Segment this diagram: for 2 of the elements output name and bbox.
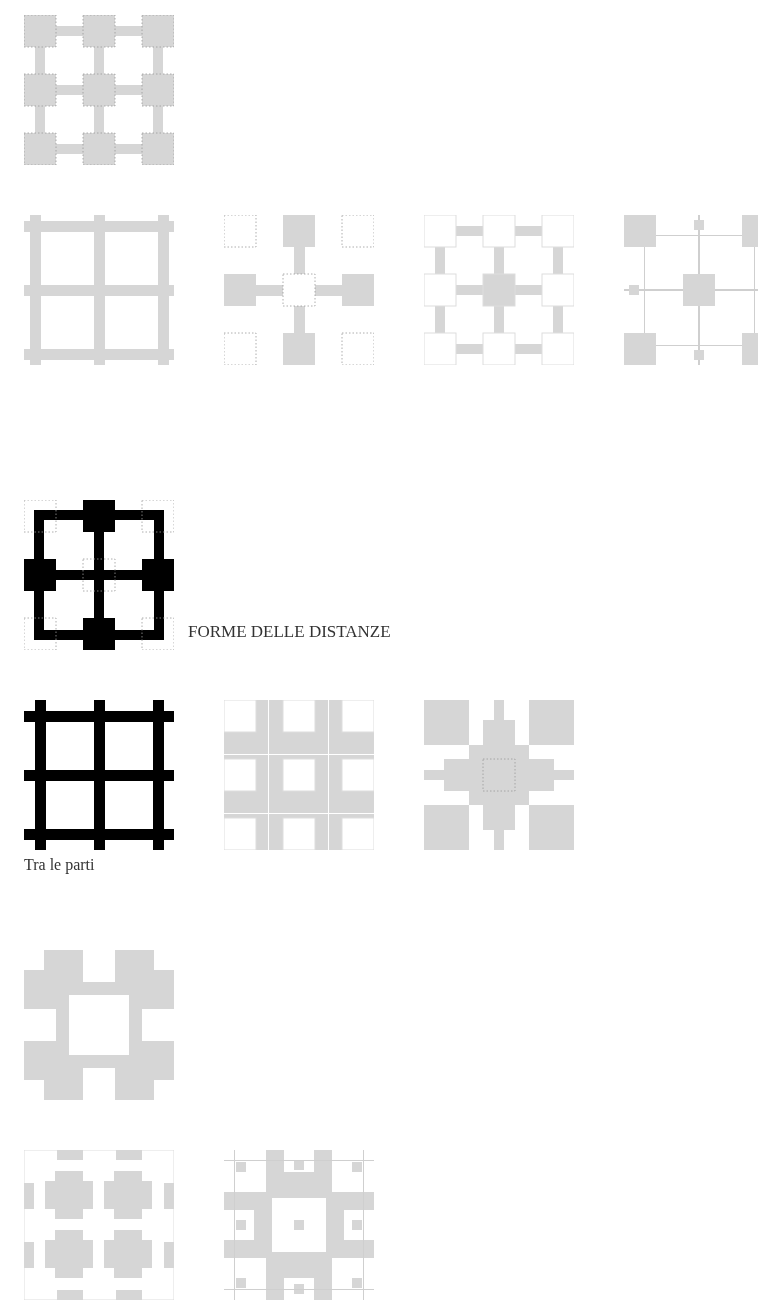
heading-text: FORME DELLE DISTANZE xyxy=(188,622,391,642)
caption-text: Tra le parti xyxy=(24,856,95,874)
